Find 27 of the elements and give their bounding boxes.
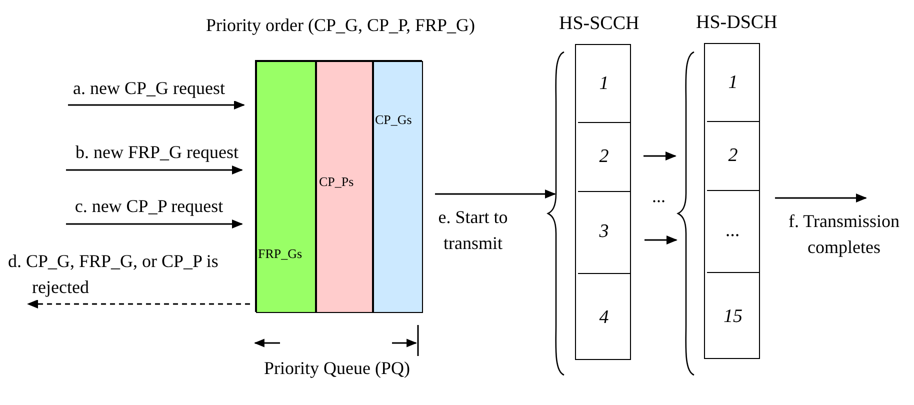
arrow: [435, 190, 556, 198]
slot-number: 1: [728, 72, 738, 94]
queue-band: [256, 61, 316, 313]
queue-band: [316, 61, 373, 313]
arrow: [644, 236, 678, 244]
arrow: [66, 166, 244, 174]
column-heading: HS-SCCH: [559, 13, 640, 35]
column-heading: HS-DSCH: [696, 12, 778, 34]
slot-number: 4: [599, 307, 609, 329]
queue-band: [373, 61, 423, 313]
arrow: [644, 152, 677, 160]
slot-number: 15: [724, 306, 742, 328]
band-label: CP_Ps: [319, 174, 354, 190]
band-label: CP_Gs: [375, 112, 412, 128]
slot-number: 2: [599, 146, 609, 168]
queue-heading: Priority order (CP_G, CP_P, FRP_G): [206, 15, 476, 36]
slot-number: 1: [599, 73, 609, 95]
arrow: [66, 220, 244, 228]
arrow: [775, 194, 868, 202]
dashed-arrow: [26, 300, 250, 308]
slot-number: 2: [728, 144, 738, 166]
slot-number: ...: [726, 220, 740, 242]
slot-number: 3: [599, 221, 609, 243]
queue-caption: Priority Queue (PQ): [264, 357, 411, 380]
ellipsis-text: ...: [652, 186, 666, 207]
band-label: FRP_Gs: [258, 246, 302, 262]
arrow: [68, 100, 246, 110]
